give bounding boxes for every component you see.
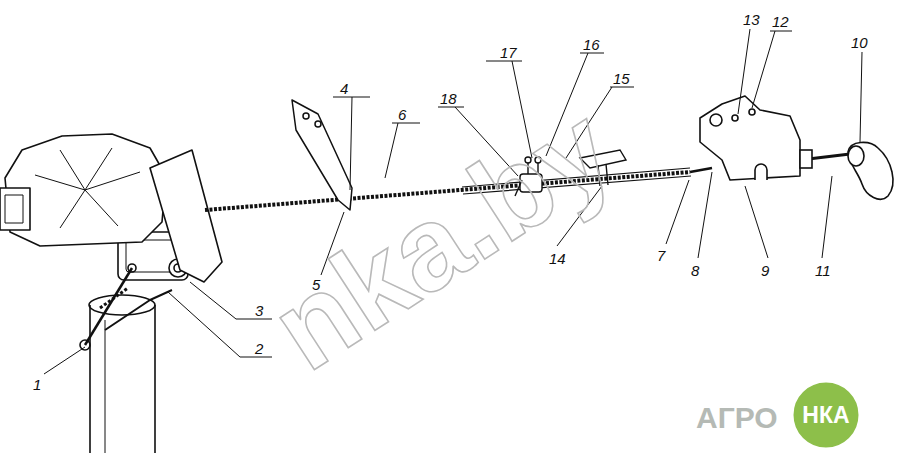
- pull-handle: [800, 142, 893, 199]
- callout-number: 6: [398, 106, 406, 123]
- handle-bracket: [690, 96, 800, 180]
- bracket: [292, 100, 352, 210]
- logo-text: НКА: [802, 402, 849, 429]
- callout-number: 16: [583, 36, 600, 53]
- callout-number: 1: [33, 376, 41, 393]
- callout-number: 14: [549, 250, 566, 267]
- callout-number: 7: [657, 247, 665, 264]
- callout-number: 10: [851, 34, 868, 51]
- callout-number: 4: [340, 80, 348, 97]
- callout-number: 9: [761, 262, 769, 279]
- callout-number: 3: [255, 302, 263, 319]
- engine: [0, 134, 222, 453]
- callout-number: 17: [500, 44, 517, 61]
- callout-number: 2: [255, 340, 263, 357]
- callout-number: 15: [613, 70, 630, 87]
- callout-number: 11: [815, 262, 831, 279]
- callout-number: 8: [691, 262, 699, 279]
- logo-circle: [792, 381, 860, 449]
- callout-number: 12: [772, 13, 789, 30]
- callout-number: 13: [743, 11, 760, 28]
- callout-number: 5: [312, 276, 320, 293]
- callout-number: 18: [440, 90, 457, 107]
- logo-text: АГРО: [696, 401, 778, 435]
